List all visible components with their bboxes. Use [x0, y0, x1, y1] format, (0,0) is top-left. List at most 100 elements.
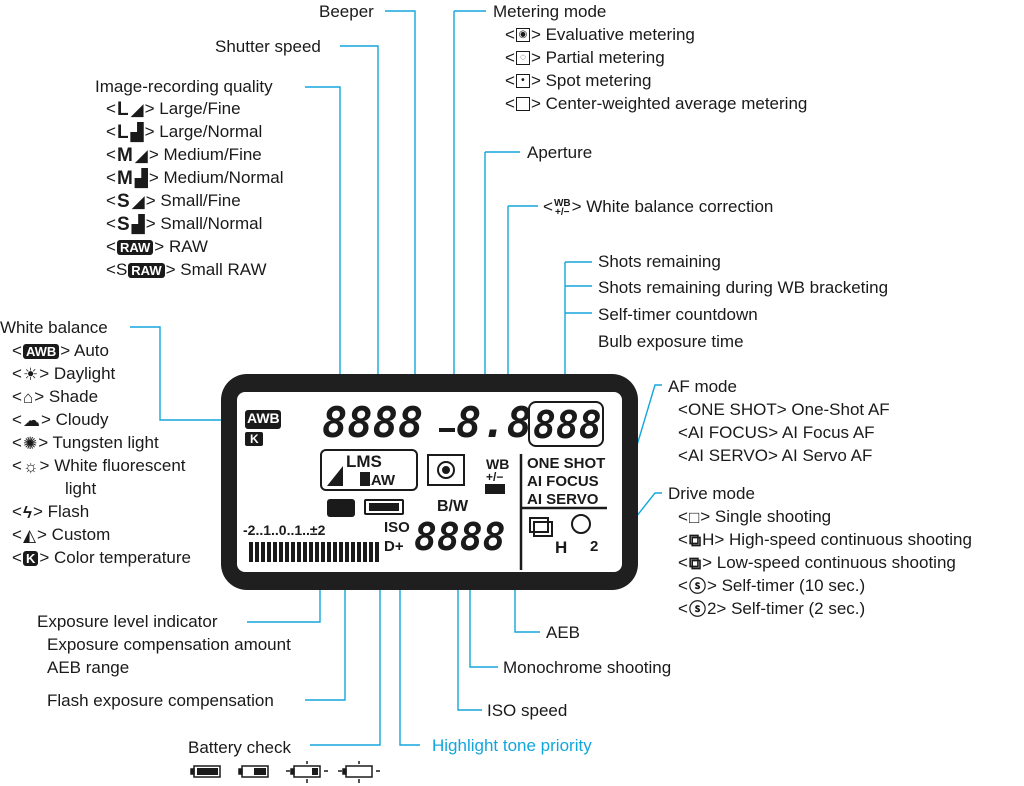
label-highlight-tone: Highlight tone priority: [432, 736, 592, 755]
lcd-kelvin: K: [250, 432, 259, 446]
lcd-iso: ISO: [384, 519, 410, 536]
raw-icon: RAW: [116, 240, 154, 256]
quality-item: <S▟> Small/Normal: [106, 213, 263, 235]
lcd-exposure-scale: -2..1..0..1..±2: [243, 522, 326, 538]
lcd-shots-digits: 888: [533, 403, 602, 447]
fine-icon: ◢: [131, 191, 145, 211]
fine-icon: ◢: [130, 99, 144, 119]
label-white-balance: White balance: [0, 318, 108, 337]
quality-item: <L◢> Large/Fine: [106, 98, 241, 120]
label-drive-mode: Drive mode: [668, 484, 755, 503]
lcd-aperture-digits: 8.8: [456, 398, 532, 447]
center-weighted-metering-icon: [515, 96, 530, 111]
drive-item: <□> Single shooting: [678, 507, 832, 527]
label-shots-wb-bracketing: Shots remaining during WB bracketing: [598, 278, 889, 297]
drive-item: <ⓢ> Self-timer (10 sec.): [678, 576, 866, 596]
label-battery-check: Battery check: [188, 738, 291, 757]
wb-item: <K> Color temperature: [12, 548, 191, 567]
kelvin-icon: K: [22, 551, 39, 567]
label-monochrome: Monochrome shooting: [503, 658, 672, 677]
wb-correction-icon: WB+/−: [553, 197, 571, 218]
label-aeb-range: AEB range: [47, 658, 130, 677]
wb-item: <☀> Daylight: [12, 364, 116, 384]
af-item: <ONE SHOT> One-Shot AF: [678, 400, 890, 419]
lcd-one-shot: ONE SHOT: [527, 455, 606, 472]
metering-item: <◌> Partial metering: [505, 48, 665, 67]
wb-item: <☼> White fluorescent: [12, 456, 186, 476]
quality-item: <M▟> Medium/Normal: [106, 167, 284, 189]
wb-item: <ϟ> Flash: [12, 502, 90, 522]
wb-item: <⌂> Shade: [12, 387, 99, 407]
label-beeper: Beeper: [319, 2, 374, 21]
lcd-ai-servo: AI SERVO: [527, 491, 599, 508]
lcd-raw: RAW: [360, 472, 395, 489]
normal-icon: ▟: [134, 168, 148, 188]
single-shot-icon: □: [688, 507, 700, 527]
label-wb-correction: <WB+/−> White balance correction: [543, 197, 774, 218]
partial-metering-icon: ◌: [515, 50, 530, 65]
self-timer-icon: ⓢ: [688, 599, 706, 619]
label-shots-remaining: Shots remaining: [598, 252, 721, 271]
metering-item: <◉> Evaluative metering: [505, 25, 695, 44]
lcd-drive-2: 2: [590, 538, 599, 555]
metering-item: <•> Spot metering: [505, 71, 652, 90]
fluorescent-icon: ☼: [22, 456, 39, 476]
lcd-shutter-digits: 8888: [322, 398, 424, 447]
bulb-icon: ✺: [22, 433, 38, 453]
house-icon: ⌂: [22, 387, 34, 407]
label-metering-mode: Metering mode: [493, 2, 607, 21]
drive-item: <⧉H> High-speed continuous shooting: [678, 530, 972, 550]
lcd-awb: AWB: [247, 410, 280, 426]
label-bulb-time: Bulb exposure time: [598, 332, 744, 351]
label-iso-speed: ISO speed: [487, 701, 568, 720]
awb-icon: AWB: [22, 344, 60, 360]
drive-item: <⧉> Low-speed continuous shooting: [678, 553, 956, 573]
spot-metering-icon: •: [515, 73, 530, 88]
lcd-iso-digits: 8888: [414, 515, 506, 559]
custom-wb-icon: ◭: [22, 525, 37, 545]
label-af-mode: AF mode: [668, 377, 737, 396]
quality-item: <M◢> Medium/Fine: [106, 144, 262, 166]
evaluative-metering-icon: ◉: [515, 27, 530, 42]
label-aeb: AEB: [546, 623, 581, 642]
lcd-wb-pm: +/−: [486, 470, 504, 484]
wb-item: <AWB> Auto: [12, 341, 109, 360]
lcd-lms: LMS: [346, 452, 382, 471]
label-aperture: Aperture: [527, 143, 593, 162]
cloud-icon: ☁: [22, 410, 40, 430]
wb-item-continuation: light: [65, 479, 97, 498]
lcd-bw: B/W: [437, 498, 469, 515]
lcd-panel-screen: [237, 392, 622, 572]
label-self-timer-countdown: Self-timer countdown: [598, 305, 758, 324]
sun-icon: ☀: [22, 364, 39, 384]
af-item: <AI FOCUS> AI Focus AF: [678, 423, 875, 442]
label-exposure-comp: Exposure compensation amount: [47, 635, 291, 654]
wb-item: <☁> Cloudy: [12, 410, 109, 430]
quality-item: <RAW> RAW: [106, 237, 208, 256]
label-exposure-level: Exposure level indicator: [37, 612, 218, 631]
wb-item: <◭> Custom: [12, 525, 111, 545]
continuous-icon: ⧉: [688, 553, 702, 573]
lcd-drive-h: H: [555, 538, 568, 557]
continuous-icon: ⧉: [688, 530, 702, 550]
lcd-panel-graphics: [245, 401, 607, 570]
self-timer-icon: ⓢ: [688, 576, 706, 596]
quality-item: <S◢> Small/Fine: [106, 190, 241, 212]
drive-item: <ⓢ2> Self-timer (2 sec.): [678, 599, 866, 619]
wb-item: <✺> Tungsten light: [12, 433, 159, 453]
quality-item: <L▟> Large/Normal: [106, 121, 263, 143]
lcd-dplus: D+: [384, 538, 404, 555]
flash-icon: ϟ: [22, 502, 32, 522]
raw-icon: RAW: [128, 263, 165, 279]
metering-item: <> Center-weighted average metering: [505, 94, 808, 113]
lcd-ai-focus: AI FOCUS: [527, 473, 599, 490]
battery-levels-icon: [190, 761, 380, 783]
label-image-quality: Image-recording quality: [95, 77, 273, 96]
af-item: <AI SERVO> AI Servo AF: [678, 446, 873, 465]
label-shutter-speed: Shutter speed: [215, 37, 321, 56]
lcd-wb-top: WB: [486, 456, 510, 472]
label-flash-comp: Flash exposure compensation: [47, 691, 274, 710]
normal-icon: ▟: [131, 214, 145, 234]
normal-icon: ▟: [130, 122, 144, 142]
